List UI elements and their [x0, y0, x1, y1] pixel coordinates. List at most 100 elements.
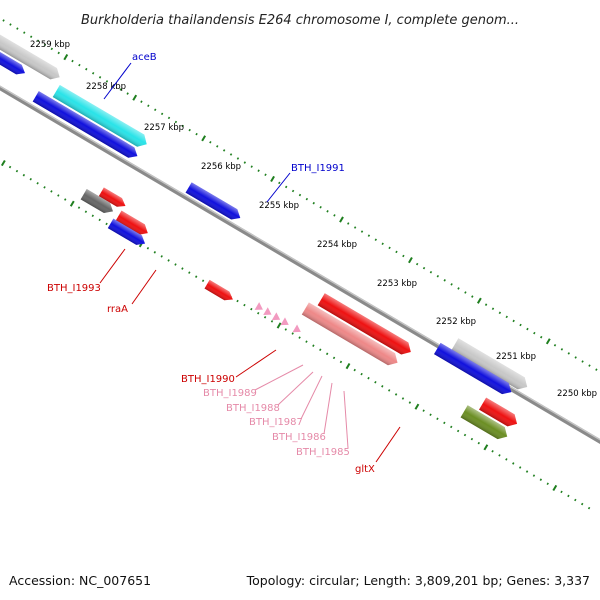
leader-lines [99, 62, 401, 463]
outer-minor-tick [147, 104, 150, 108]
gene-red-4-shading [479, 397, 518, 427]
inner-minor-tick [367, 376, 370, 380]
inner-minor-tick [153, 251, 157, 254]
outer-minor-tick [36, 39, 40, 43]
gene-label-BTH_I1990[interactable]: BTH_I1990 [181, 374, 235, 385]
outer-minor-tick [595, 368, 598, 371]
outer-minor-tick [464, 291, 467, 294]
outer-tick-row [2, 19, 598, 371]
scale-label-2255: 2255 kbp [259, 201, 299, 211]
gene-label-BTH_I1985[interactable]: BTH_I1985 [296, 447, 350, 458]
gene-label-BTH_I1989[interactable]: BTH_I1989 [203, 388, 257, 399]
outer-minor-tick [209, 141, 212, 144]
inner-minor-tick [50, 190, 53, 193]
gene-label-rraA[interactable]: rraA [107, 304, 128, 315]
outer-minor-tick [374, 238, 377, 241]
inner-minor-tick [77, 206, 81, 209]
inner-major-tick [69, 200, 75, 207]
inner-minor-tick [381, 385, 384, 388]
inner-minor-tick [470, 437, 474, 441]
inner-minor-tick [243, 303, 246, 307]
inner-minor-tick [332, 356, 336, 360]
inner-minor-tick [8, 165, 12, 169]
gene-label-BTH_I1987[interactable]: BTH_I1987 [249, 417, 303, 428]
inner-minor-tick [401, 397, 405, 400]
outer-minor-tick [491, 307, 495, 311]
inner-minor-tick [539, 478, 543, 481]
gene-pink-BTH_I1986[interactable] [280, 317, 291, 328]
outer-minor-tick [278, 181, 281, 185]
inner-minor-tick [22, 173, 26, 177]
gene-cyan-aceB-shading [52, 84, 147, 147]
gene-label-BTH_I1991[interactable]: BTH_I1991 [291, 163, 345, 174]
leader-BTH_I1988 [277, 371, 314, 406]
inner-minor-tick [387, 389, 391, 392]
leader-BTH_I1991 [266, 172, 291, 203]
scale-label-2257: 2257 kbp [144, 123, 184, 133]
outer-minor-tick [540, 335, 543, 339]
outer-minor-tick [16, 27, 19, 30]
outer-minor-tick [553, 344, 557, 347]
gene-red-2-shading [115, 210, 148, 235]
outer-minor-tick [519, 323, 522, 327]
leader-BTH_I1990 [235, 349, 277, 378]
gene-label-gltX[interactable]: gltX [355, 464, 375, 475]
gene-label-BTH_I1993[interactable]: BTH_I1993 [47, 283, 101, 294]
outer-minor-tick [471, 295, 474, 298]
inner-minor-tick [587, 506, 591, 510]
outer-minor-tick [85, 67, 88, 71]
scale-label-2259: 2259 kbp [30, 40, 70, 50]
outer-major-tick [63, 54, 69, 61]
outer-minor-tick [9, 23, 12, 26]
inner-minor-tick [360, 372, 363, 376]
outer-minor-tick [381, 242, 384, 246]
inner-minor-tick [298, 336, 301, 339]
gene-features [0, 29, 528, 440]
inner-minor-tick [450, 425, 453, 429]
leader-BTH_I1993 [99, 248, 126, 284]
outer-minor-tick [347, 222, 350, 225]
inner-minor-tick [436, 417, 439, 421]
inner-minor-tick [29, 177, 32, 181]
inner-minor-tick [43, 186, 46, 189]
outer-minor-tick [450, 283, 453, 286]
outer-minor-tick [395, 250, 398, 254]
outer-minor-tick [160, 112, 164, 116]
inner-minor-tick [84, 210, 88, 213]
inner-minor-tick [567, 494, 570, 498]
gene-pink-BTH_I1987[interactable] [271, 312, 283, 323]
outer-minor-tick [512, 319, 515, 323]
outer-minor-tick [43, 43, 47, 47]
outer-minor-tick [236, 157, 240, 160]
inner-minor-tick [181, 267, 184, 270]
leader-BTH_I1985 [343, 390, 349, 449]
gene-red-BTH_I1990-shading [204, 279, 233, 301]
inner-minor-tick [560, 490, 563, 494]
gene-grey-1-shading [0, 29, 60, 80]
inner-minor-tick [160, 255, 163, 258]
inner-minor-tick [257, 311, 260, 315]
outer-minor-tick [264, 173, 267, 177]
scale-labels: 2259 kbp 2258 kbp 2257 kbp 2256 kbp 2255… [30, 40, 597, 399]
gene-label-BTH_I1986[interactable]: BTH_I1986 [272, 432, 326, 443]
inner-major-tick [552, 484, 558, 492]
outer-minor-tick [415, 262, 419, 266]
outer-major-tick [132, 94, 138, 101]
gene-pink-BTH_I1988[interactable] [263, 307, 274, 318]
inner-minor-tick [319, 348, 322, 352]
outer-minor-tick [126, 92, 129, 95]
gene-label-aceB[interactable]: aceB [132, 52, 157, 63]
outer-minor-tick [222, 149, 226, 152]
inner-minor-tick [525, 470, 529, 473]
gene-red-1-shading [98, 187, 126, 207]
chromosome-track [0, 19, 600, 510]
gene-label-BTH_I1988[interactable]: BTH_I1988 [226, 403, 280, 414]
outer-minor-tick [167, 116, 171, 120]
inner-minor-tick [422, 409, 425, 412]
gene-pink-BTH_I1985[interactable] [292, 324, 304, 336]
inner-minor-tick [429, 413, 432, 416]
gene-pink-BTH_I1989[interactable] [254, 302, 266, 313]
inner-major-tick [345, 363, 351, 370]
outer-minor-tick [402, 254, 405, 258]
inner-minor-tick [174, 263, 177, 266]
